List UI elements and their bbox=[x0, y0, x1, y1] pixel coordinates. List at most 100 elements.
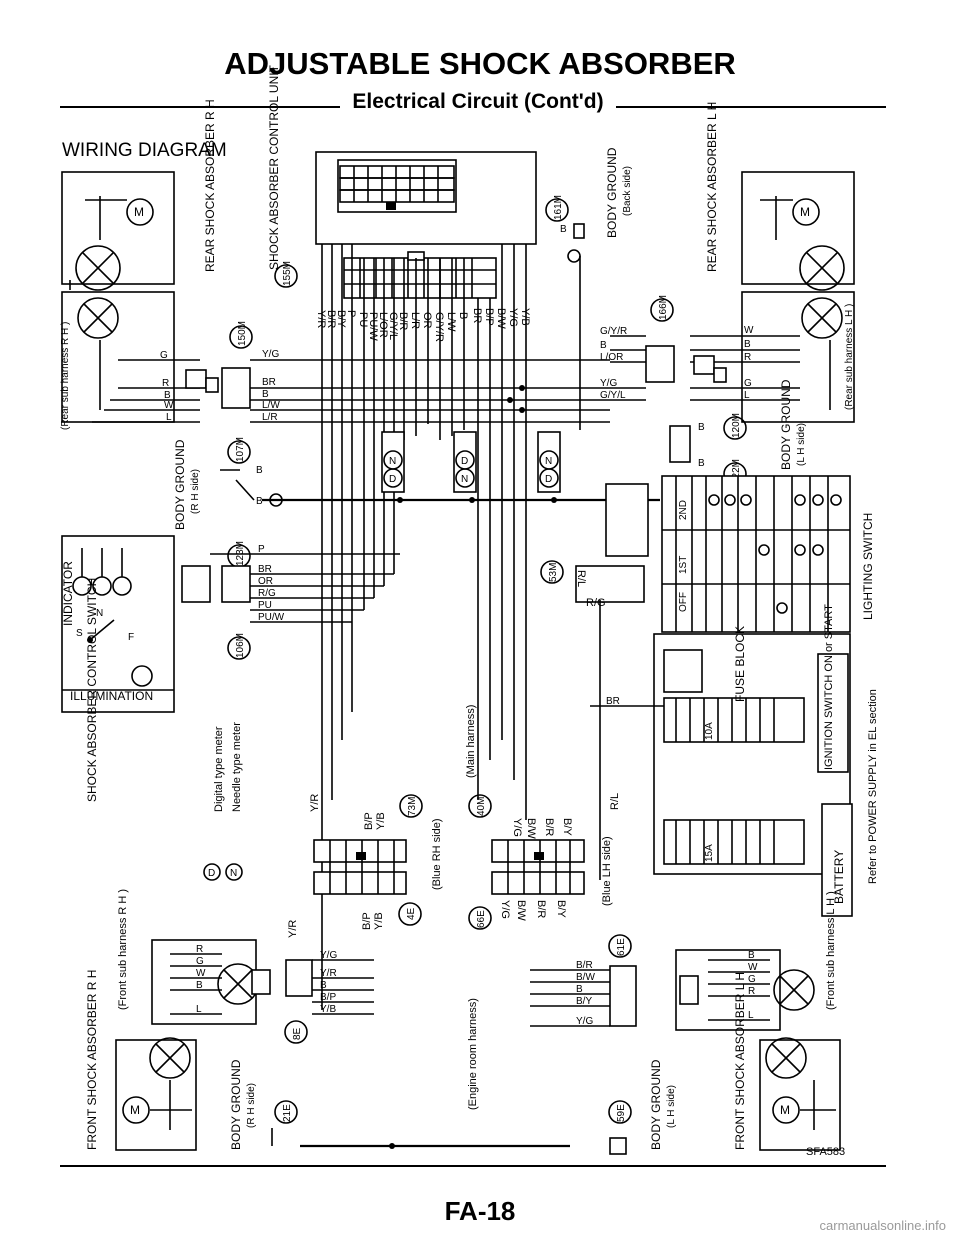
svg-text:B: B bbox=[164, 390, 171, 401]
svg-text:B/R: B/R bbox=[543, 818, 555, 836]
svg-text:B/R: B/R bbox=[397, 312, 409, 330]
svg-text:B: B bbox=[560, 224, 567, 235]
front-sub-harness-rh: R G W B L bbox=[151, 939, 271, 1025]
svg-text:D: D bbox=[545, 474, 552, 485]
svg-text:B/Y: B/Y bbox=[335, 310, 347, 328]
svg-text:(Front sub harness L H ): (Front sub harness L H ) bbox=[825, 891, 837, 1010]
svg-text:B: B bbox=[600, 340, 607, 351]
svg-text:G: G bbox=[744, 378, 752, 389]
svg-text:B/W: B/W bbox=[576, 972, 595, 983]
svg-text:FRONT SHOCK ABSORBER L H: FRONT SHOCK ABSORBER L H bbox=[733, 972, 747, 1150]
svg-text:B/P: B/P bbox=[320, 992, 336, 1003]
page-title: ADJUSTABLE SHOCK ABSORBER bbox=[224, 46, 736, 81]
svg-text:(Rear sub harness L H ): (Rear sub harness L H ) bbox=[844, 304, 855, 410]
svg-text:G: G bbox=[748, 974, 756, 985]
svg-text:W: W bbox=[196, 968, 206, 979]
rear-shock-lh: M bbox=[741, 171, 855, 291]
svg-text:BODY GROUND: BODY GROUND bbox=[229, 1059, 243, 1150]
svg-text:ILLUMINATION: ILLUMINATION bbox=[70, 689, 153, 703]
svg-text:Needle type meter: Needle type meter bbox=[231, 722, 243, 812]
svg-text:B: B bbox=[698, 458, 705, 469]
control-unit-label: SHOCK ABSORBER CONTROL UNIT bbox=[267, 64, 281, 270]
svg-text:Digital type meter: Digital type meter bbox=[213, 726, 225, 812]
watermark: carmanualsonline.info bbox=[819, 1218, 946, 1233]
rear-sub-harness-rh: G R B W L bbox=[61, 291, 219, 423]
svg-text:(R H side): (R H side) bbox=[190, 469, 201, 514]
svg-text:B: B bbox=[744, 339, 751, 350]
svg-text:N: N bbox=[545, 456, 552, 467]
svg-text:L/OR: L/OR bbox=[600, 352, 623, 363]
svg-text:B: B bbox=[748, 950, 755, 961]
svg-text:L: L bbox=[166, 412, 172, 423]
svg-text:Y/B: Y/B bbox=[320, 1004, 336, 1015]
svg-text:BR: BR bbox=[262, 377, 276, 388]
svg-text:G/Y/R: G/Y/R bbox=[433, 312, 445, 342]
svg-text:Y/G: Y/G bbox=[262, 349, 279, 360]
front-lh-wires: B/R B/W B B/Y Y/G bbox=[530, 960, 610, 1027]
svg-text:B/Y: B/Y bbox=[576, 996, 592, 1007]
svg-text:8E: 8E bbox=[292, 1027, 303, 1040]
svg-text:L/R: L/R bbox=[409, 312, 421, 329]
svg-text:PU/W: PU/W bbox=[258, 612, 285, 623]
svg-text:Y/G: Y/G bbox=[499, 900, 511, 919]
svg-text:L: L bbox=[748, 1010, 754, 1021]
svg-text:S: S bbox=[76, 628, 83, 639]
svg-text:B/R: B/R bbox=[535, 900, 547, 918]
svg-text:B/P: B/P bbox=[363, 812, 375, 830]
svg-text:P: P bbox=[345, 310, 357, 317]
svg-text:(Blue LH side): (Blue LH side) bbox=[601, 836, 613, 906]
svg-text:B/R: B/R bbox=[576, 960, 593, 971]
lighting-switch: 2ND 1ST OFF bbox=[661, 475, 851, 633]
svg-text:W: W bbox=[164, 400, 174, 411]
title-rule-right bbox=[616, 106, 886, 108]
svg-text:LIGHTING SWITCH: LIGHTING SWITCH bbox=[861, 513, 875, 620]
svg-text:(Main harness): (Main harness) bbox=[465, 705, 477, 778]
svg-text:L/OR: L/OR bbox=[377, 312, 389, 338]
svg-text:FRONT SHOCK ABSORBER R H: FRONT SHOCK ABSORBER R H bbox=[85, 970, 99, 1150]
svg-text:Y/R: Y/R bbox=[320, 968, 337, 979]
svg-text:W: W bbox=[744, 325, 754, 336]
svg-text:P: P bbox=[258, 544, 265, 555]
svg-text:Y/R: Y/R bbox=[287, 920, 299, 938]
svg-text:SHOCK ABSORBER CONTROL SWITCH: SHOCK ABSORBER CONTROL SWITCH bbox=[85, 578, 99, 802]
svg-text:R/L: R/L bbox=[575, 570, 587, 587]
connector-150m bbox=[229, 325, 253, 349]
svg-text:M: M bbox=[130, 1103, 140, 1117]
svg-text:73M: 73M bbox=[407, 797, 418, 816]
page-number: FA-18 bbox=[444, 1196, 516, 1226]
bus-lines bbox=[262, 359, 660, 503]
svg-text:BR: BR bbox=[258, 564, 272, 575]
svg-text:B/W: B/W bbox=[515, 900, 527, 921]
svg-text:B/P: B/P bbox=[361, 912, 373, 930]
svg-text:106M: 106M bbox=[235, 633, 246, 658]
svg-text:M: M bbox=[134, 205, 144, 219]
svg-text:L: L bbox=[196, 1004, 202, 1015]
svg-text:N: N bbox=[461, 474, 468, 485]
svg-text:Y/B: Y/B bbox=[519, 308, 531, 326]
svg-text:D: D bbox=[389, 474, 396, 485]
svg-text:N: N bbox=[389, 456, 396, 467]
rear-shock-rh: M bbox=[61, 171, 175, 291]
svg-text:B/W: B/W bbox=[525, 818, 537, 839]
svg-text:Y/R: Y/R bbox=[315, 310, 327, 328]
front-rh-wires: Y/G Y/R B B/P Y/B bbox=[312, 950, 374, 1015]
svg-text:1ST: 1ST bbox=[678, 556, 689, 574]
control-unit-wires bbox=[321, 244, 527, 1010]
svg-text:Y/R: Y/R bbox=[309, 794, 321, 812]
svg-text:Y/B: Y/B bbox=[375, 812, 387, 830]
svg-text:L/R: L/R bbox=[262, 412, 278, 423]
svg-text:15A: 15A bbox=[704, 844, 715, 862]
svg-text:4E: 4E bbox=[406, 907, 417, 920]
svg-text:150M: 150M bbox=[237, 321, 248, 346]
svg-text:161M: 161M bbox=[553, 195, 564, 220]
svg-text:PU: PU bbox=[258, 600, 272, 611]
svg-text:10A: 10A bbox=[704, 722, 715, 740]
svg-text:BODY GROUND: BODY GROUND bbox=[605, 147, 619, 238]
harness-blue-lh: Y/G B/W B/R B/Y Y/G B/W B/R B/Y bbox=[491, 818, 585, 921]
svg-text:W: W bbox=[748, 962, 758, 973]
svg-text:Refer to POWER SUPPLY in EL se: Refer to POWER SUPPLY in EL section bbox=[867, 689, 879, 884]
svg-text:INDICATOR: INDICATOR bbox=[61, 561, 75, 626]
shock-absorber-control-unit bbox=[315, 151, 537, 299]
svg-text:BR: BR bbox=[471, 308, 483, 323]
svg-text:G: G bbox=[160, 350, 168, 361]
